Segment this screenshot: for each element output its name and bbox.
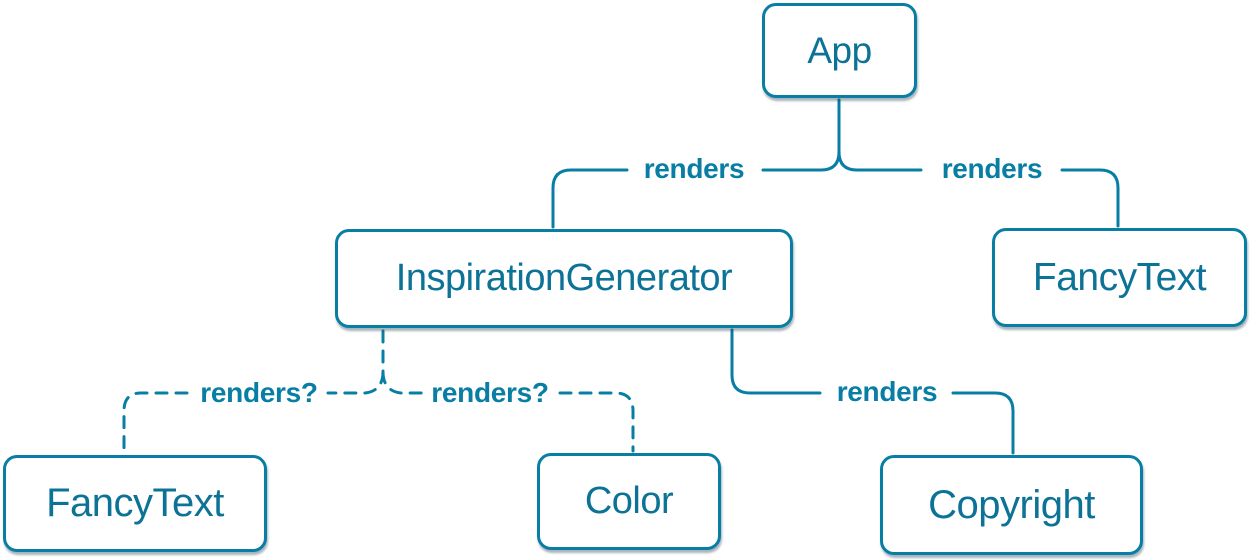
edge-label-app-renders-inspirationgenerator: renders	[643, 153, 745, 184]
edge-inspirationgenerator-to-copyright-line	[730, 328, 822, 395]
edge-app-to-inspirationgenerator-line	[761, 98, 841, 172]
node-inspiration-generator: InspirationGenerator	[335, 229, 793, 328]
edge-app-to-fancytext-line-2	[1060, 168, 1120, 228]
edge-label-inspirationgenerator-renders-color: renders?	[431, 377, 549, 408]
edge-inspirationgenerator-to-color-dashed-line	[381, 370, 432, 395]
node-color: Color	[537, 453, 721, 550]
edge-label-app-renders-fancytext: renders	[941, 153, 1043, 184]
edge-inspirationgenerator-to-color-dashed-line-2	[558, 391, 635, 453]
node-app: App	[762, 3, 917, 98]
node-fancy-text-bottom: FancyText	[3, 455, 267, 552]
edge-app-to-fancytext-line	[837, 98, 923, 172]
edge-inspirationgenerator-to-fancytext-dashed-line	[326, 370, 385, 395]
node-fancy-text-top: FancyText	[992, 228, 1247, 327]
node-copyright: Copyright	[880, 455, 1143, 555]
edge-label-inspirationgenerator-renders-copyright: renders	[836, 376, 938, 407]
edge-app-to-inspirationgenerator-line-2	[551, 168, 629, 229]
edge-inspirationgenerator-to-copyright-line-2	[951, 391, 1015, 455]
edge-label-inspirationgenerator-renders-fancytext: renders?	[200, 377, 318, 408]
edge-inspirationgenerator-to-fancytext-dashed-line-2	[122, 391, 189, 455]
